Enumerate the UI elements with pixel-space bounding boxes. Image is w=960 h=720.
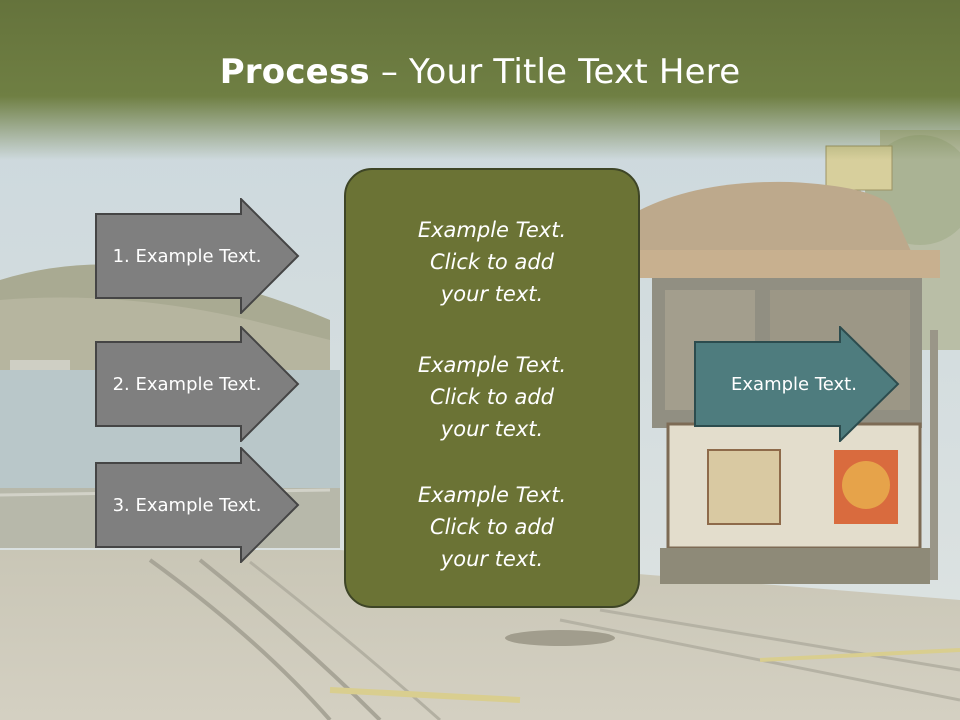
slide-title: Process – Your Title Text Here bbox=[0, 52, 960, 92]
text-block-1-line-2: Click to add bbox=[429, 250, 554, 274]
text-block-3-line-2: Click to add bbox=[429, 515, 554, 539]
process-arrow-3-label: 3. Example Text. bbox=[112, 494, 262, 516]
result-arrow-label: Example Text. bbox=[731, 373, 857, 395]
result-arrow[interactable] bbox=[694, 326, 900, 442]
process-arrow-2-label: 2. Example Text. bbox=[112, 373, 262, 395]
text-block-2-line-3: your text. bbox=[440, 417, 544, 441]
process-arrow-2[interactable] bbox=[95, 326, 300, 442]
text-block-1-line-1: Example Text. bbox=[417, 218, 567, 242]
text-block-1-line-3: your text. bbox=[440, 282, 544, 306]
text-block-1[interactable]: Example Text. Click to add your text. bbox=[346, 214, 638, 310]
slide-title-text: – Your Title Text Here bbox=[369, 52, 741, 92]
process-arrow-3[interactable] bbox=[95, 447, 300, 563]
text-block-2-line-1: Example Text. bbox=[417, 353, 567, 377]
title-band bbox=[0, 0, 960, 160]
process-arrow-1-label: 1. Example Text. bbox=[112, 245, 262, 267]
text-block-3[interactable]: Example Text. Click to add your text. bbox=[346, 479, 638, 575]
text-block-2[interactable]: Example Text. Click to add your text. bbox=[346, 349, 638, 445]
slide-title-bold: Process bbox=[219, 52, 370, 92]
text-block-2-line-2: Click to add bbox=[429, 385, 554, 409]
text-block-3-line-3: your text. bbox=[440, 547, 544, 571]
text-block-3-line-1: Example Text. bbox=[417, 483, 567, 507]
center-text-panel[interactable]: Example Text. Click to add your text. Ex… bbox=[344, 168, 640, 608]
process-arrow-1[interactable] bbox=[95, 198, 300, 314]
